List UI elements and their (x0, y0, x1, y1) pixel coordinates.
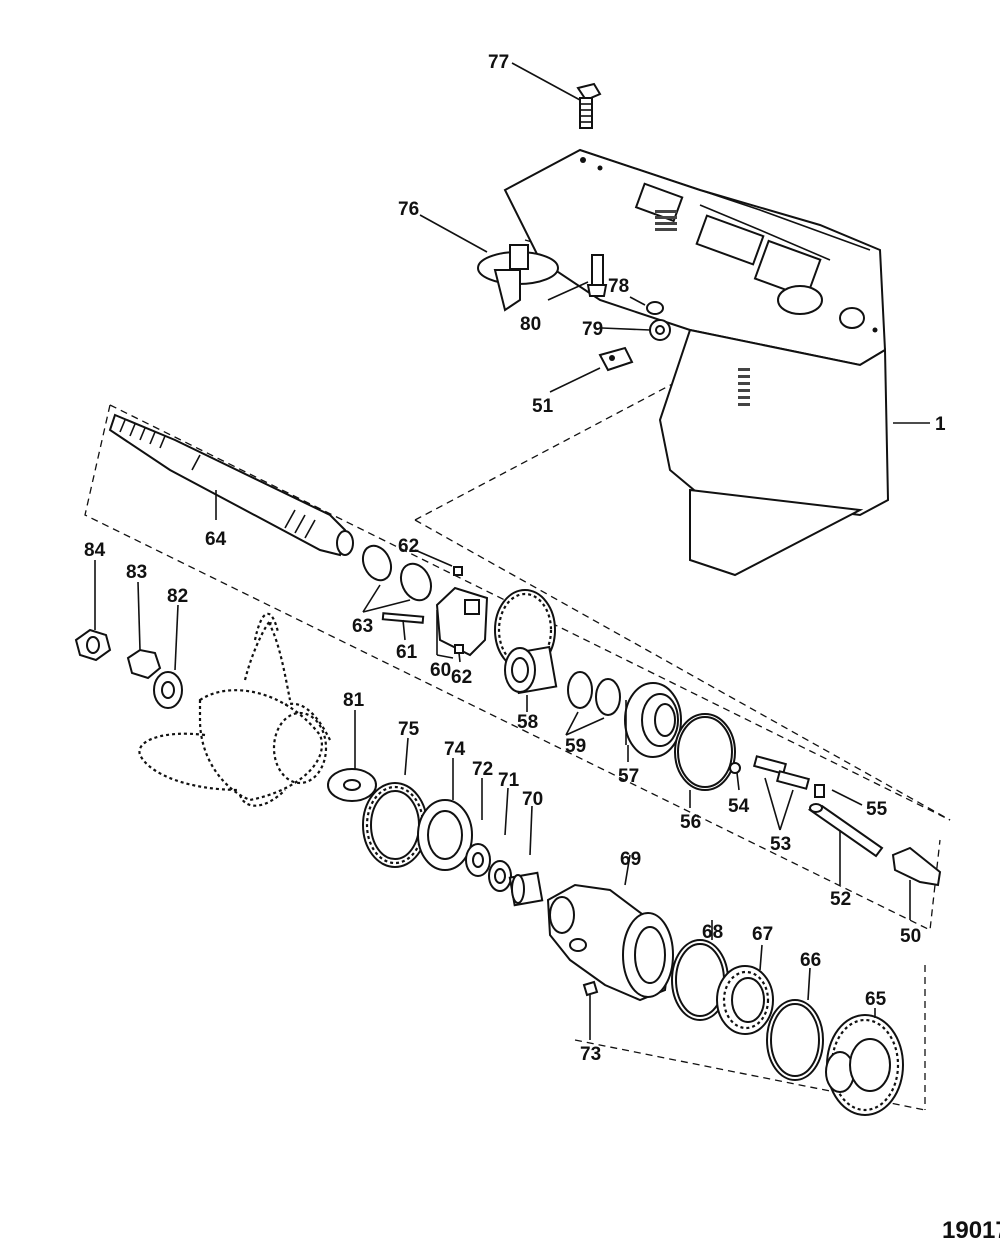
bearing-carrier-nut-75 (362, 737, 428, 868)
washer-78 (629, 296, 664, 315)
nut-79 (601, 319, 671, 341)
figure-number: 19017 (942, 1217, 1000, 1244)
callout-59: 59 (565, 736, 586, 757)
callout-51: 51 (532, 396, 554, 417)
sliding-clutch-60 (435, 586, 489, 659)
anode-51 (549, 346, 634, 393)
callout-1: 1 (935, 414, 946, 435)
callout-73: 73 (580, 1044, 601, 1065)
oil-seal-72 (465, 778, 491, 877)
cross-pin-62-top (414, 549, 463, 576)
callout-77: 77 (488, 52, 509, 73)
callout-63: 63 (352, 616, 373, 637)
trim-tab-76 (419, 214, 559, 312)
callout-84: 84 (84, 540, 106, 561)
springs-53 (752, 755, 811, 831)
thrust-hub-82 (153, 604, 183, 709)
pin-61 (381, 612, 425, 641)
callout-52: 52 (830, 889, 851, 910)
reverse-gear-65 (825, 1008, 904, 1116)
cam-follower-52 (807, 803, 884, 885)
callout-50: 50 (900, 926, 921, 947)
nut-84 (74, 560, 112, 662)
callout-65: 65 (865, 989, 887, 1010)
callout-68: 68 (702, 922, 723, 943)
callout-80: 80 (520, 314, 541, 335)
roller-bearings-59 (565, 671, 621, 736)
callout-58: 58 (517, 712, 538, 733)
callout-62-top: 62 (398, 536, 419, 557)
callout-79: 79 (582, 319, 603, 340)
roller-bearing-70 (508, 805, 544, 907)
callout-61: 61 (396, 642, 418, 663)
callout-75: 75 (398, 719, 420, 740)
o-ring-68 (671, 920, 729, 1021)
callout-69: 69 (620, 849, 641, 870)
pin-55 (814, 784, 863, 806)
bearing-cup-57 (624, 682, 682, 762)
bearing-carrier-69 (546, 854, 674, 1002)
callout-62-bottom: 62 (451, 667, 472, 688)
callout-74: 74 (444, 739, 466, 760)
callout-53: 53 (770, 834, 791, 855)
propeller-outline (138, 612, 331, 807)
forward-gear-58 (494, 589, 558, 712)
shift-cam-50 (891, 846, 942, 920)
callout-67: 67 (752, 924, 773, 945)
callout-82: 82 (167, 586, 188, 607)
oil-seal-71 (488, 787, 512, 892)
callout-57: 57 (618, 766, 639, 787)
callout-70: 70 (522, 789, 543, 810)
bolt-80 (547, 254, 608, 301)
tab-washer-83 (126, 581, 162, 680)
callout-66: 66 (800, 950, 821, 971)
o-ring-56 (674, 713, 736, 808)
propeller-shaft-64 (108, 413, 354, 557)
ball-bearing-67 (716, 944, 774, 1035)
callout-labels: 1 77 76 78 80 79 51 64 62 63 61 60 62 58… (84, 52, 946, 1065)
gear-housing (503, 148, 930, 577)
shim-66 (766, 967, 824, 1081)
callout-71: 71 (498, 770, 520, 791)
cross-pin-62-bottom (454, 644, 464, 663)
callout-83: 83 (126, 562, 147, 583)
callout-56: 56 (680, 812, 701, 833)
callout-76: 76 (398, 199, 419, 220)
callout-78: 78 (608, 276, 629, 297)
retaining-rings-63 (361, 544, 433, 613)
spacer-81 (327, 710, 377, 802)
callout-64: 64 (205, 529, 227, 550)
ball-54 (729, 762, 741, 791)
key-73 (582, 980, 599, 1040)
callout-54: 54 (728, 796, 750, 817)
callout-55: 55 (866, 799, 888, 820)
bolt-77 (511, 62, 602, 129)
tab-washer-74 (417, 758, 473, 871)
callout-72: 72 (472, 759, 493, 780)
callout-81: 81 (343, 690, 365, 711)
callout-60: 60 (430, 660, 451, 681)
